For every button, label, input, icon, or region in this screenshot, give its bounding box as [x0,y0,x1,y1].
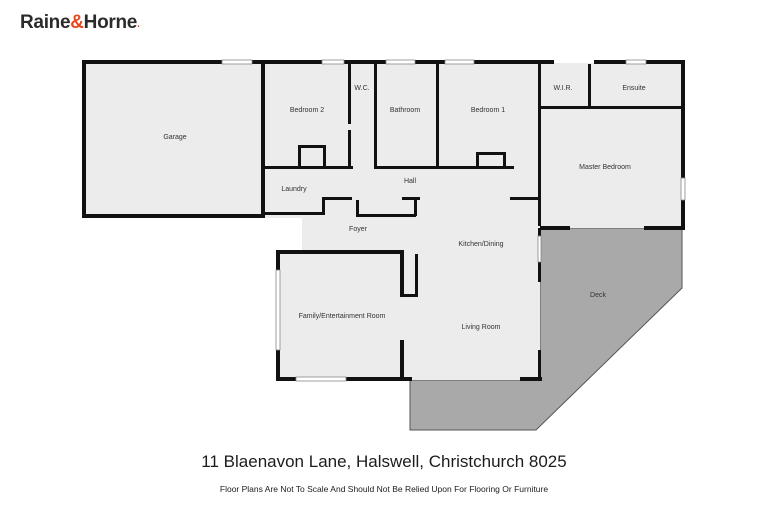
label-family-room: Family/Entertainment Room [299,313,386,320]
label-kitchen-dining: Kitchen/Dining [458,241,503,248]
label-ensuite: Ensuite [622,85,645,92]
label-master-bedroom: Master Bedroom [579,164,631,171]
brand-ampersand: & [70,12,84,33]
brand-name-b: Horne [83,12,138,33]
property-address: 11 Blaenavon Lane, Halswell, Christchurc… [201,452,567,471]
disclaimer: Floor Plans Are Not To Scale And Should … [219,484,549,494]
brand-dot: . [137,19,140,30]
label-garage: Garage [163,134,186,141]
label-wc: W.C. [354,85,369,92]
room-labels: Garage Bedroom 2 W.C. Bathroom Bedroom 1… [163,85,645,331]
brand-logo: Raine&Horne. [20,12,140,34]
label-foyer: Foyer [349,226,368,233]
floor-fills [85,63,682,380]
label-bedroom-2: Bedroom 2 [290,107,324,114]
label-bathroom: Bathroom [390,107,421,114]
label-hall: Hall [404,178,417,185]
label-living-room: Living Room [462,324,501,331]
label-deck: Deck [590,292,606,299]
label-bedroom-1: Bedroom 1 [471,107,505,114]
windows [221,59,686,382]
label-wir: W.I.R. [553,85,572,92]
brand-name-a: Raine [20,12,71,33]
label-laundry: Laundry [281,186,307,193]
